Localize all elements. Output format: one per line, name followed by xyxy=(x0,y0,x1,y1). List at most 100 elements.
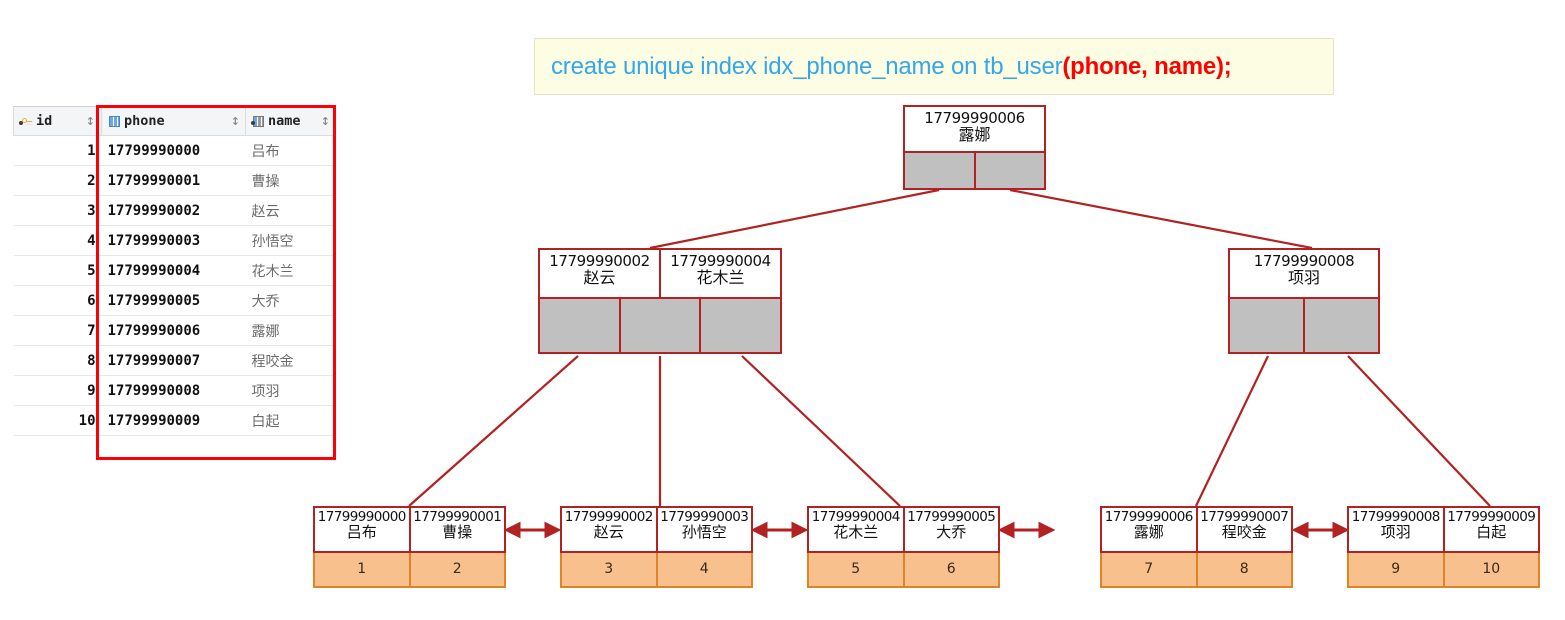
key-phone: 17799990006 xyxy=(1104,509,1193,525)
key-name: 露娜 xyxy=(958,126,991,144)
column-icon xyxy=(251,115,264,127)
key-phone: 17799990007 xyxy=(1200,509,1289,525)
leaf-1-row-id-cell: 3 xyxy=(562,553,658,586)
key-name: 赵云 xyxy=(583,269,616,287)
column-header-phone-label: phone xyxy=(124,113,165,129)
internal-1-pointer-cell xyxy=(1305,299,1378,352)
key-name: 白起 xyxy=(1476,524,1507,542)
key-phone: 17799990006 xyxy=(924,109,1025,127)
table-cell-name: 花木兰 xyxy=(245,255,336,286)
key-phone: 17799990009 xyxy=(1447,509,1536,525)
key-name: 程咬金 xyxy=(1221,524,1267,542)
key-phone: 17799990005 xyxy=(907,509,996,525)
column-icon xyxy=(107,115,120,127)
key-name: 吕布 xyxy=(346,524,377,542)
leaf-0-row-id-cell: 1 xyxy=(315,553,411,586)
internal-0-pointer-cell xyxy=(701,299,781,352)
key-phone: 17799990001 xyxy=(413,509,502,525)
table-cell-id: 8 xyxy=(13,345,102,376)
leaf-1-row-id-cell: 4 xyxy=(657,553,751,586)
internal-0-pointer-cell xyxy=(540,299,621,352)
primary-key-icon xyxy=(19,116,32,127)
leaf-2-row-id-cell: 5 xyxy=(809,553,905,586)
key-phone: 17799990002 xyxy=(564,509,653,525)
key-phone: 17799990000 xyxy=(317,509,406,525)
table-cell-id: 5 xyxy=(13,255,102,286)
internal-left-pointer-row xyxy=(538,299,782,354)
leaf-3-row-id-cell: 7 xyxy=(1102,553,1198,586)
sort-toggle-phone[interactable]: ↕ xyxy=(230,114,240,128)
table-cell-phone: 17799990004 xyxy=(101,255,246,286)
root-pointer-cell xyxy=(975,153,1044,188)
leaf-0-row-id-cell: 2 xyxy=(410,553,504,586)
key-phone: 17799990004 xyxy=(670,252,771,270)
sql-statement-banner: create unique index idx_phone_name on tb… xyxy=(534,38,1334,95)
column-header-id[interactable]: id ↕ xyxy=(13,106,102,136)
table-cell-name: 白起 xyxy=(245,405,336,436)
table-cell-id: 6 xyxy=(13,285,102,316)
table-cell-phone: 17799990003 xyxy=(101,225,246,256)
table-cell-name: 赵云 xyxy=(245,195,336,226)
key-name: 项羽 xyxy=(1287,269,1320,287)
key-phone: 17799990004 xyxy=(811,509,900,525)
key-name: 赵云 xyxy=(593,524,624,542)
column-header-name-label: name xyxy=(268,113,301,129)
internal-1-pointer-cell xyxy=(1230,299,1305,352)
sql-index-columns-text: (phone, name); xyxy=(1062,52,1232,80)
root-pointer-cell xyxy=(905,153,976,188)
key-name: 花木兰 xyxy=(833,524,879,542)
key-name: 露娜 xyxy=(1133,524,1164,542)
sort-toggle-id[interactable]: ↕ xyxy=(85,114,95,128)
table-cell-name: 程咬金 xyxy=(245,345,336,376)
table-cell-id: 7 xyxy=(13,315,102,346)
table-cell-id: 10 xyxy=(13,405,102,436)
sort-toggle-name[interactable]: ↕ xyxy=(320,114,330,128)
key-name: 孙悟空 xyxy=(681,524,727,542)
table-cell-phone: 17799990005 xyxy=(101,285,246,316)
key-name: 曹操 xyxy=(442,524,473,542)
key-name: 项羽 xyxy=(1380,524,1411,542)
leaf-2-row-id-cell: 6 xyxy=(904,553,998,586)
leaf-4-row-id-cell: 9 xyxy=(1349,553,1445,586)
internal-0-pointer-cell xyxy=(620,299,702,352)
table-cell-id: 4 xyxy=(13,225,102,256)
key-phone: 17799990002 xyxy=(549,252,650,270)
